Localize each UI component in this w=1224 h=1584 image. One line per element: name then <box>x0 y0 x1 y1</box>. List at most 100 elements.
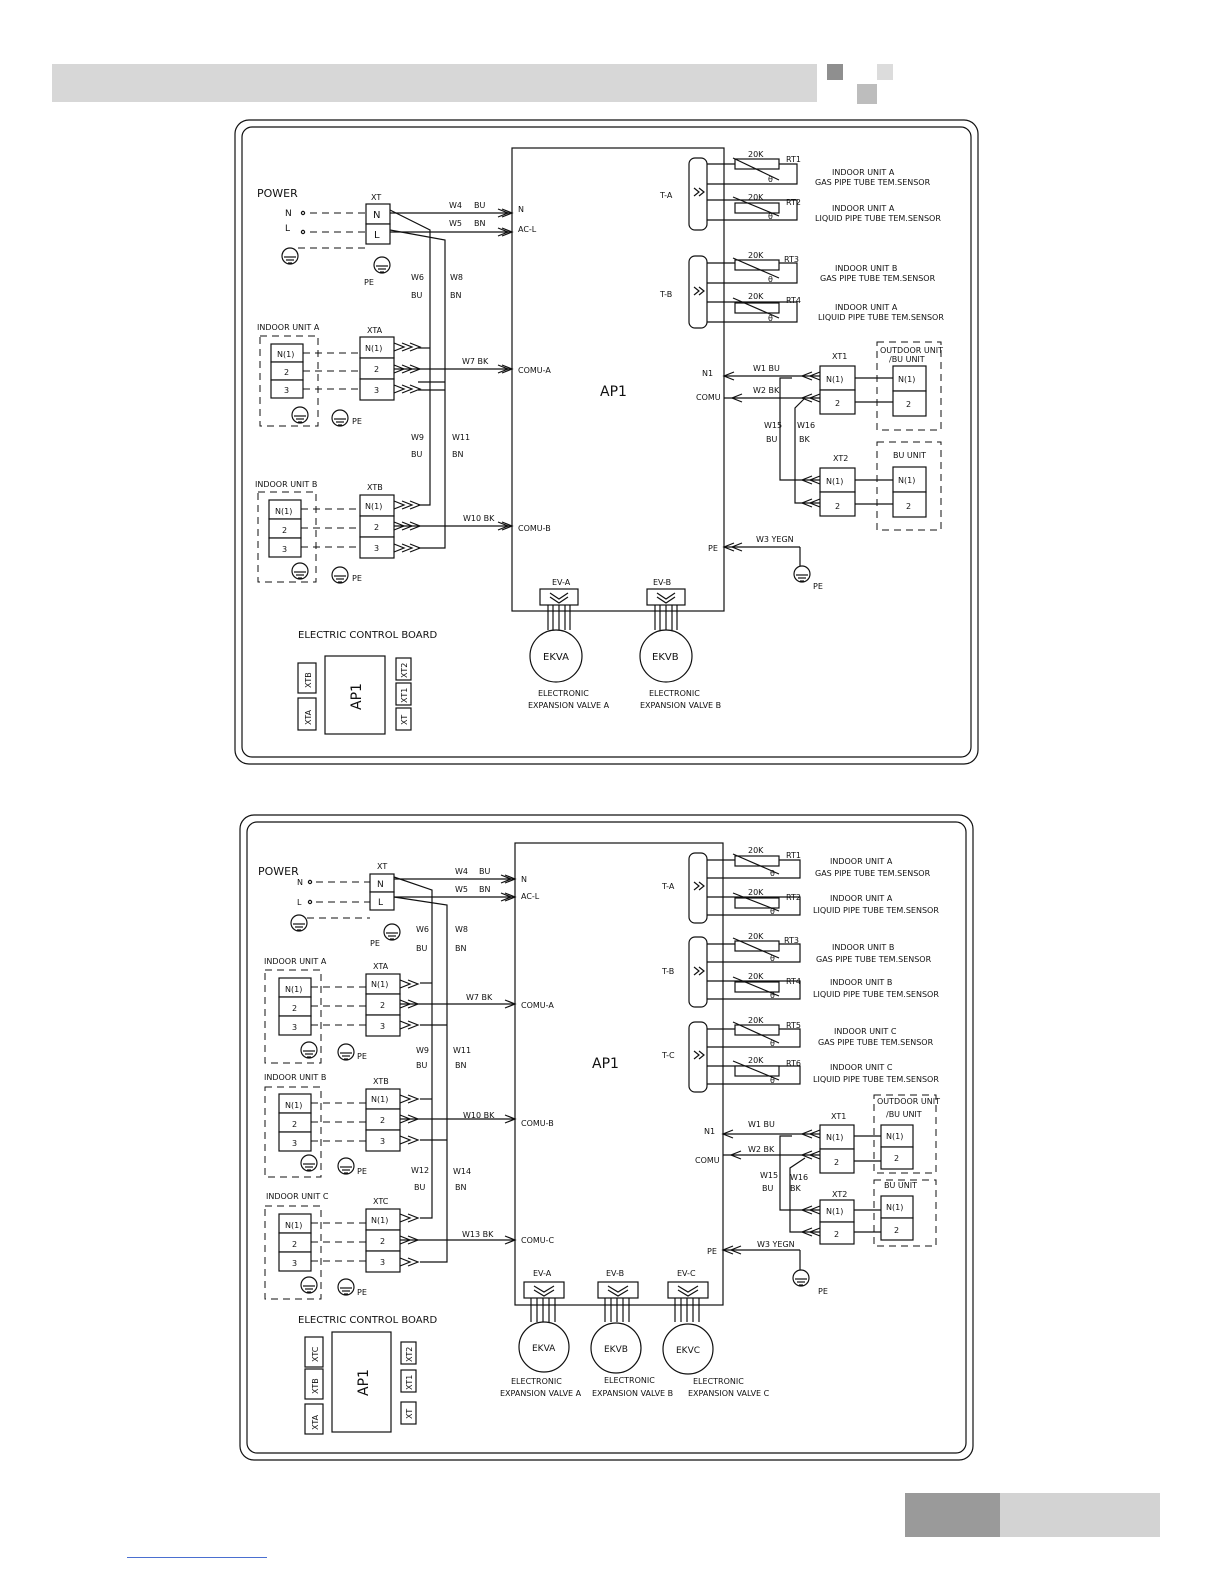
ecb-xt: XT <box>400 715 409 725</box>
xta2-t2: 2 <box>380 1001 385 1010</box>
ekva2-motor <box>518 1321 570 1373</box>
board2-ta: T-A <box>661 882 675 891</box>
outdoor2-subtitle: /BU UNIT <box>886 1110 922 1119</box>
xtc2-t2: 2 <box>380 1237 385 1246</box>
sensor-rt1-desc: GAS PIPE TUBE TEM.SENSOR <box>815 178 931 187</box>
indoor2-c-t3: 3 <box>292 1259 297 1268</box>
power-n-label: N <box>285 209 292 219</box>
tc2-connector <box>688 1021 708 1093</box>
svg-text:θ: θ <box>768 275 773 284</box>
indoor2-b-t3: 3 <box>292 1139 297 1148</box>
wire2-w16: W16 <box>790 1173 808 1182</box>
xtb2-t2: 2 <box>380 1116 385 1125</box>
wire-w7-label: W7 BK <box>462 357 489 366</box>
sensor2-rt2: 20K θ RT2 <box>707 888 801 916</box>
xt2-terminal-1 <box>819 467 856 493</box>
outdoor2-t2: 2 <box>894 1154 899 1163</box>
indoor-b-t2: 2 <box>282 526 287 535</box>
xt2-2-label: XT2 <box>832 1190 847 1199</box>
ecb2-xtb: XTB <box>311 1378 320 1394</box>
xt2d-earth-icon <box>383 923 401 941</box>
indoor2-c-earth-icon <box>300 1276 318 1294</box>
sensor-rt1: 20K θ RT1 <box>707 150 801 185</box>
indoor2-a-t2: 2 <box>292 1004 297 1013</box>
svg-text:20K: 20K <box>748 972 764 981</box>
sensor-rt4-desc: LIQUID PIPE TUBE TEM.SENSOR <box>818 313 944 322</box>
svg-text:θ: θ <box>768 212 773 221</box>
header-deco-square-3 <box>857 84 877 104</box>
diagram-1-inner-frame <box>241 126 972 758</box>
xt2d-pe: PE <box>370 939 380 948</box>
wire-w2-label: W2 BK <box>753 386 780 395</box>
svg-text:θ: θ <box>770 907 775 916</box>
svg-text:RT5: RT5 <box>786 1021 801 1030</box>
xta2-t3: 3 <box>380 1022 385 1031</box>
board-n1-label: N1 <box>702 369 713 378</box>
ev-b-desc-1: ELECTRONIC <box>649 689 700 698</box>
wire-w8-color: BN <box>450 291 461 300</box>
board-tb-label: T-B <box>659 290 672 299</box>
indoor2-a-t3: 3 <box>292 1023 297 1032</box>
wire-w16-color: BK <box>799 435 810 444</box>
svg-text:20K: 20K <box>748 1016 764 1025</box>
sensor2-rt5: 20K θ RT5 <box>707 1016 801 1048</box>
sensor2-rt5-desc: GAS PIPE TUBE TEM.SENSOR <box>818 1038 934 1047</box>
xtc2-earth-icon <box>337 1278 355 1296</box>
sensor-rt4-unit: INDOOR UNIT A <box>835 303 898 312</box>
outdoor-t2: 2 <box>906 400 911 409</box>
sensor2-rt3-desc: GAS PIPE TUBE TEM.SENSOR <box>816 955 932 964</box>
ekvc2-motor <box>662 1323 714 1375</box>
board-earth-icon <box>793 565 811 583</box>
indoor-b-pe-label: PE <box>352 574 362 583</box>
xt1-t2: 2 <box>835 399 840 408</box>
footer-link-line <box>127 1557 267 1558</box>
ap1-board-label: AP1 <box>600 384 627 400</box>
board-ta-label: T-A <box>659 191 673 200</box>
wire2-w6c: BU <box>416 944 427 953</box>
diagram-2-outer-frame <box>239 814 974 1461</box>
svg-text:θ: θ <box>770 1076 775 1085</box>
indoor-a-pe-label: PE <box>352 417 362 426</box>
xtc2-t3: 3 <box>380 1258 385 1267</box>
svg-text:RT1: RT1 <box>786 851 801 860</box>
ecb2-ap1 <box>331 1331 392 1433</box>
xtb-t1: N(1) <box>365 502 382 511</box>
outdoor2-t1: N(1) <box>886 1132 903 1141</box>
wire-w16-label: W16 <box>797 421 815 430</box>
indoor-a-dashed-box <box>259 335 319 427</box>
sensor2-rt2-unit: INDOOR UNIT A <box>830 894 893 903</box>
xt-label: XT <box>371 193 381 202</box>
wire2-w3: W3 YEGN <box>757 1240 795 1249</box>
wire-w4-label: W4 <box>449 201 462 210</box>
xtb2-earth-icon <box>337 1157 355 1175</box>
sensor2-rt1-unit: INDOOR UNIT A <box>830 857 893 866</box>
ecb2-xta: XTA <box>311 1414 320 1430</box>
indoor2-b-title: INDOOR UNIT B <box>264 1073 326 1082</box>
sensor-rt2-unit: INDOOR UNIT A <box>832 204 895 213</box>
indoor2-c-t1: N(1) <box>285 1221 302 1230</box>
ap1-board-2 <box>514 842 724 1306</box>
header-deco-square-2 <box>877 64 893 80</box>
wire-w10-label: W10 BK <box>463 514 495 523</box>
xtb2-t3: 3 <box>380 1137 385 1146</box>
svg-text:RT4: RT4 <box>786 296 801 305</box>
outdoor-unit-subtitle: /BU UNIT <box>889 355 925 364</box>
wire2-w9: W9 <box>416 1046 429 1055</box>
ecb-title: ELECTRIC CONTROL BOARD <box>298 630 438 641</box>
board2-comub: COMU-B <box>521 1119 554 1128</box>
board2-earth-pe: PE <box>818 1287 828 1296</box>
svg-text:θ: θ <box>768 175 773 184</box>
svg-text:θ: θ <box>770 954 775 963</box>
board2-n1: N1 <box>704 1127 715 1136</box>
wire-w11-color: BN <box>452 450 463 459</box>
wire-w9-color: BU <box>411 450 422 459</box>
wire-w5-color: BN <box>474 219 485 228</box>
wire2-w14: W14 <box>453 1167 471 1176</box>
wire2-w12: W12 <box>411 1166 429 1175</box>
wire2-w9c: BU <box>416 1061 427 1070</box>
ecb2-xt: XT <box>405 1409 414 1419</box>
wire2-w8c: BN <box>455 944 466 953</box>
indoor-b-t3: 3 <box>282 545 287 554</box>
xt1-2-t1: N(1) <box>826 1133 843 1142</box>
